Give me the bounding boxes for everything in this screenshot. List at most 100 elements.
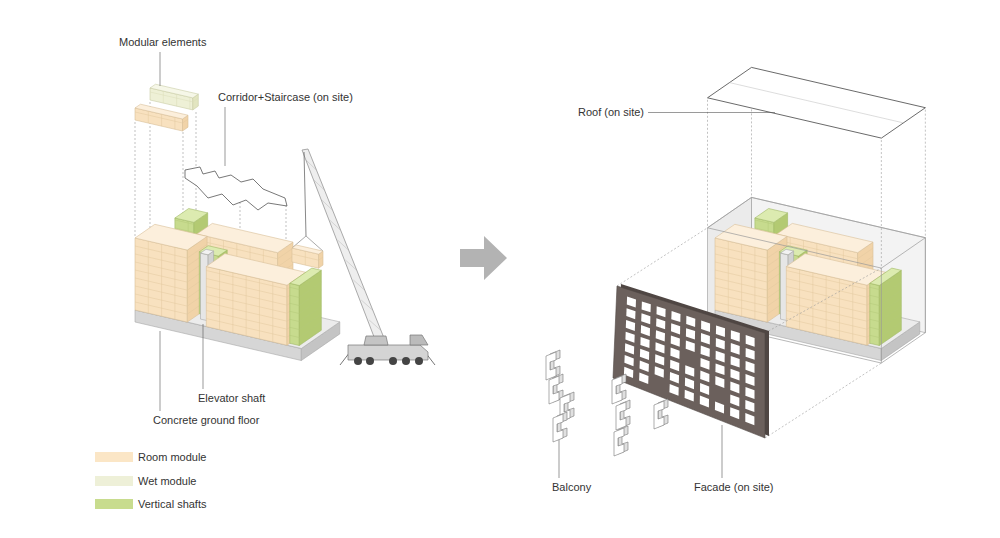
leader-line <box>160 52 161 86</box>
facade-window <box>715 376 724 388</box>
room-module-module-line <box>161 114 162 126</box>
room-module-block-floor-line <box>135 254 187 266</box>
facade-window <box>626 320 635 331</box>
vertical-shaft-floor-line <box>299 274 321 289</box>
legend-swatch <box>95 499 133 509</box>
room-module-block-floor-line <box>206 271 287 290</box>
crane-lattice <box>338 240 349 250</box>
crane-lattice <box>314 180 325 190</box>
vertical-shaft-top <box>175 209 208 223</box>
guide-line <box>925 110 926 236</box>
room-module-block-module-line <box>246 276 247 336</box>
facade-window <box>716 351 725 363</box>
vertical-shaft-front <box>870 283 880 345</box>
leader-line <box>203 324 204 389</box>
room-module-block-floor-line <box>135 278 187 290</box>
facade-window <box>746 348 755 360</box>
room-module-block-floor-line <box>135 286 187 298</box>
facade-window <box>685 390 694 402</box>
room-module-block-floor-line <box>715 294 767 306</box>
guide-line <box>765 268 881 333</box>
leader-line <box>160 331 161 411</box>
crane-cable <box>304 152 306 236</box>
balcony-module <box>612 376 622 404</box>
room-module-block-floor-line <box>206 311 287 330</box>
facade-window <box>642 301 651 312</box>
wet-module-module-line <box>176 94 177 106</box>
facade-window <box>700 371 709 383</box>
crane-wheel <box>354 357 362 365</box>
room-module-block-front <box>715 238 767 322</box>
room-module-block-floor-line <box>715 254 767 266</box>
facade-window <box>627 297 636 308</box>
legend-swatch <box>95 476 133 486</box>
vertical-shaft-floor-line <box>299 306 321 321</box>
facade-window <box>746 374 755 386</box>
facade-window <box>655 366 664 377</box>
facade-window <box>669 384 678 396</box>
room-module-block-floor-line <box>206 303 287 322</box>
guide-line <box>617 228 708 286</box>
balcony-module <box>654 401 664 429</box>
vertical-shaft-floor-line <box>755 220 774 224</box>
room-module-block-floor-line <box>715 278 767 290</box>
legend-text: Vertical shafts <box>138 498 206 511</box>
vertical-shaft-floor-line <box>290 303 300 305</box>
facade-window <box>716 325 725 337</box>
vertical-shaft-floor-line <box>290 311 300 313</box>
room-module-block-floor-line <box>786 295 867 314</box>
hanging-module-floor-line <box>319 257 323 260</box>
shell-outline <box>708 197 926 268</box>
facade-window <box>745 400 754 412</box>
crane-boom <box>302 149 384 342</box>
vertical-shaft-floor-line <box>290 335 300 337</box>
crane-turret <box>364 336 388 345</box>
balcony-module <box>549 376 559 404</box>
balcony-module <box>546 352 556 380</box>
callout-label: Elevator shaft <box>198 392 265 405</box>
facade-window <box>700 383 709 395</box>
room-module-block-floor-line <box>715 286 767 298</box>
facade-window <box>686 341 695 352</box>
facade-window <box>686 316 695 327</box>
callout-label: Facade (on site) <box>694 481 773 494</box>
facade-window <box>640 349 649 360</box>
vertical-shaft-floor-line <box>870 287 880 289</box>
facade-window <box>670 360 679 372</box>
room-module-block-floor-line <box>135 262 187 274</box>
hanging-module-module-line <box>305 251 306 265</box>
room-module-block-module-line <box>219 270 220 330</box>
wet-module-floor-line <box>193 98 199 102</box>
roof-plane <box>708 67 926 138</box>
crane-wheel <box>366 357 374 365</box>
leader-line <box>648 112 775 113</box>
room-module-block-floor-line <box>135 270 187 282</box>
facade-window <box>730 407 739 419</box>
balcony-module <box>553 414 563 442</box>
facade-window <box>670 348 679 359</box>
room-module-block-floor-line <box>786 311 867 330</box>
vertical-shaft-floor-line <box>299 322 321 337</box>
room-module-block-module-line <box>826 276 827 336</box>
room-module-block-floor-line <box>715 302 767 314</box>
facade-window <box>671 311 680 322</box>
vertical-shaft-floor-line <box>299 290 321 305</box>
room-module-block-floor-line <box>278 248 293 259</box>
facade-window <box>641 325 650 336</box>
room-module-block-floor-line <box>786 279 867 298</box>
vertical-shaft-floor-line <box>879 314 901 329</box>
room-module-block-module-line <box>812 273 813 333</box>
vertical-shaft-floor-line <box>290 295 300 297</box>
vertical-shaft-floor-line <box>879 274 901 289</box>
guide-line <box>135 122 136 236</box>
crane-wheel <box>402 357 410 365</box>
legend-text: Wet module <box>138 475 197 488</box>
room-module-block-floor-line <box>786 319 867 338</box>
vertical-shaft-floor-line <box>879 290 901 305</box>
room-module-block-front <box>135 238 187 322</box>
crane-lattice <box>353 280 364 290</box>
room-module-block-module-line <box>174 247 175 319</box>
room-module-block-floor-line <box>135 294 187 306</box>
facade-window <box>731 343 740 355</box>
